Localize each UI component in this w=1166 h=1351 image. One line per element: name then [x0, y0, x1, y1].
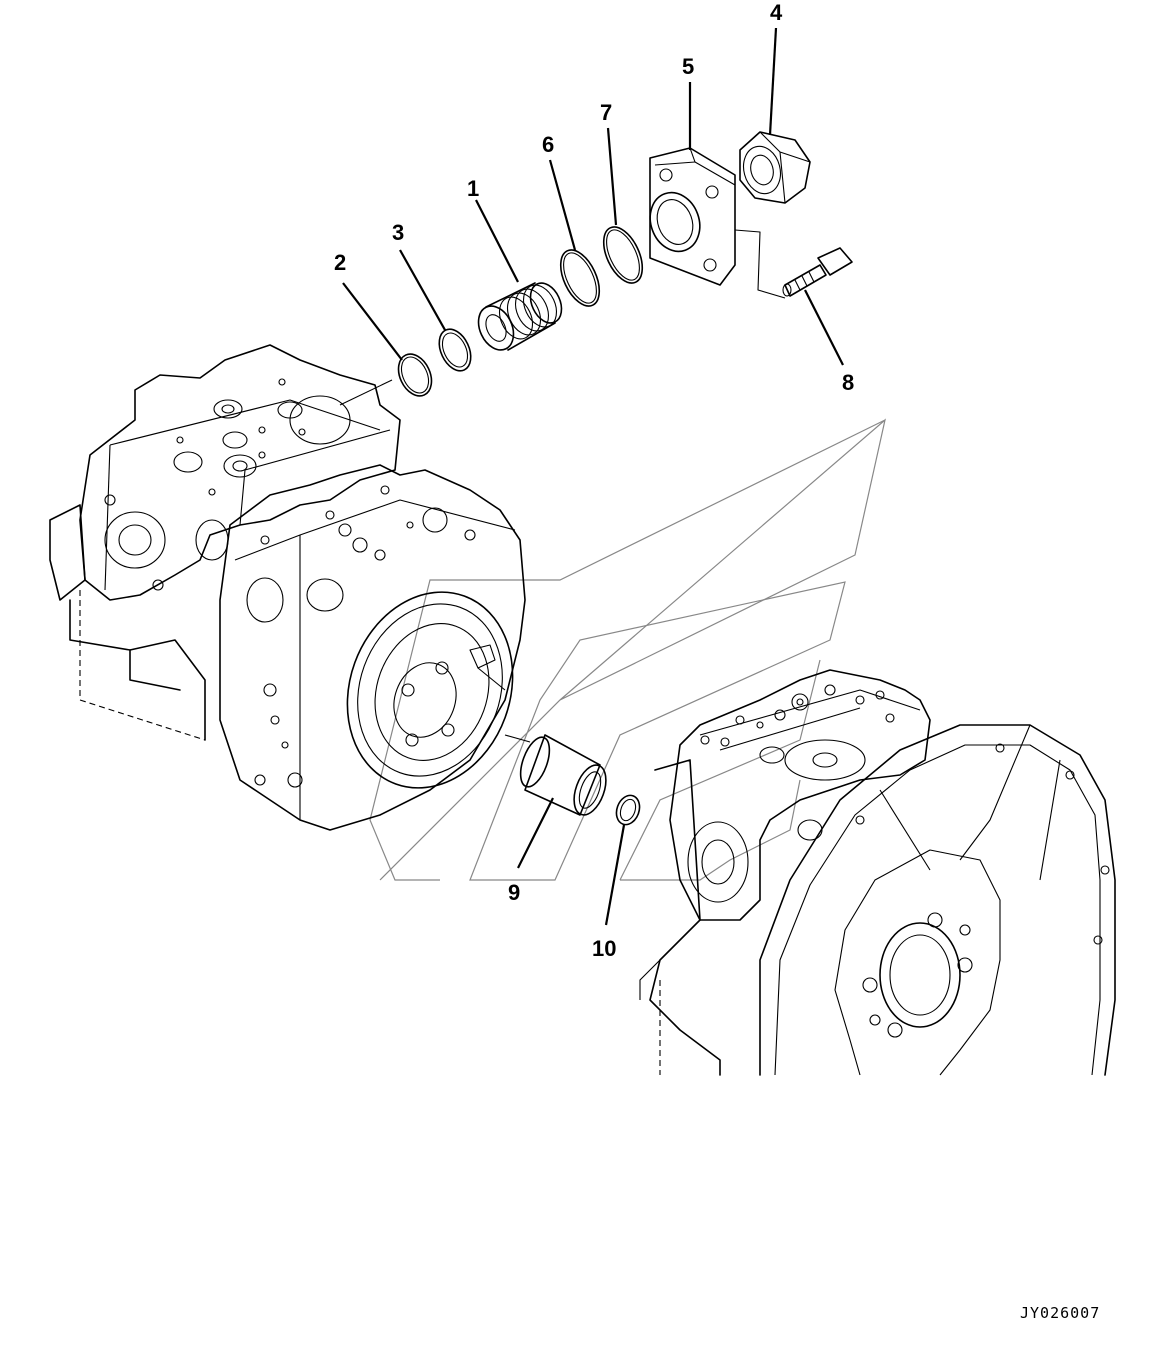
part-9-coupling: [504, 734, 607, 816]
part-10-snap-ring: [615, 794, 641, 826]
leader-7: [606, 127, 618, 226]
flywheel-housing: [759, 724, 1116, 1076]
leader-10: [604, 824, 626, 926]
watermark-logo: [369, 418, 886, 881]
pump-assembly-left: [49, 344, 401, 741]
leader-2: [342, 282, 403, 361]
part-4-nut: [739, 131, 811, 204]
callout-3: 3: [392, 220, 404, 245]
callout-7: 7: [600, 100, 612, 125]
pump-mounting-face: [346, 591, 514, 789]
leader-lines: [339, 27, 844, 926]
callout-2: 2: [334, 250, 346, 275]
callout-4: 4: [770, 0, 783, 25]
part-8-bolt: [734, 229, 853, 299]
callout-5: 5: [682, 54, 694, 79]
part-5-flange: [649, 147, 736, 286]
part-1-threaded-sleeve: [477, 282, 563, 351]
part-2-o-ring: [397, 353, 433, 397]
part-7-ring: [602, 226, 644, 284]
leader-9: [517, 797, 554, 869]
leader-6: [548, 159, 577, 251]
callout-1: 1: [467, 176, 479, 201]
callout-9: 9: [508, 880, 520, 905]
callout-labels: 1 2 3 4 5 6 7 8 9 10: [334, 0, 854, 961]
part-3-ring: [438, 328, 472, 372]
callout-8: 8: [842, 370, 854, 395]
leader-3: [399, 249, 446, 331]
pump-assembly-front-body: [219, 464, 526, 831]
leader-8: [804, 289, 844, 366]
pump-assembly-right: [639, 669, 931, 1076]
callout-6: 6: [542, 132, 554, 157]
leader-4: [768, 27, 778, 136]
callout-10: 10: [592, 936, 616, 961]
leader-1: [475, 199, 519, 283]
drawing-code: JY026007: [1020, 1304, 1100, 1322]
part-6-o-ring: [559, 249, 601, 307]
